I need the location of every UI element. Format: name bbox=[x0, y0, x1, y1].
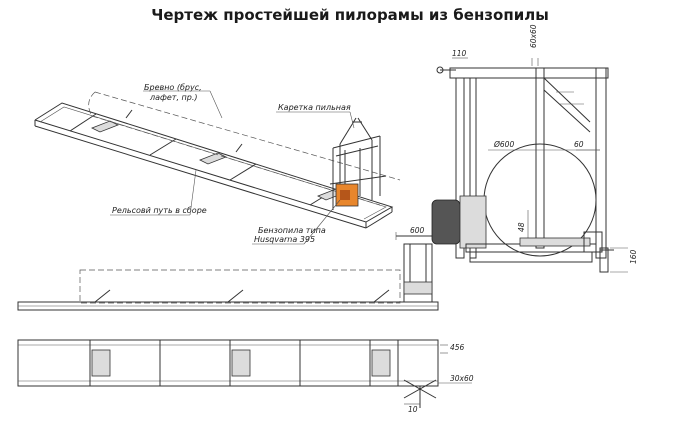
label-rail: Рельсовй путь в сборе bbox=[112, 206, 207, 215]
iso-log-outline bbox=[88, 91, 401, 206]
dim-30x60: 30х60 bbox=[450, 374, 474, 383]
iso-saw-carriage bbox=[329, 117, 387, 210]
iso-labels: Бревно (брус, лафет, пр.) Каретка пильна… bbox=[110, 83, 355, 245]
label-carriage: Каретка пильная bbox=[278, 103, 351, 112]
side-elevation: 600 bbox=[17, 226, 441, 311]
iso-rail-track bbox=[34, 102, 394, 229]
dim-48: 48 bbox=[517, 222, 526, 232]
dim-110: 110 bbox=[452, 49, 467, 58]
dim-60: 60 bbox=[574, 140, 584, 149]
front-view: Ø600 60 48 160 110 60х60 bbox=[431, 24, 638, 273]
drawing-title: Чертеж простейшей пилорамы из бензопилы bbox=[151, 6, 549, 24]
label-saw-line2: Husqvarna 395 bbox=[254, 235, 315, 244]
dim-10: 10 bbox=[408, 405, 418, 414]
dim-160: 160 bbox=[629, 249, 638, 264]
label-saw-line1: Бензопила типа bbox=[258, 226, 326, 235]
dim-60x60: 60х60 bbox=[529, 24, 538, 48]
dim-456: 456 bbox=[450, 343, 465, 352]
label-log-line1: Бревно (брус, bbox=[144, 83, 202, 92]
dim-600: 600 bbox=[410, 226, 425, 235]
dim-dia600: Ø600 bbox=[493, 140, 514, 149]
plan-view: 456 30х60 10 bbox=[17, 339, 474, 414]
label-log-line2: лафет, пр.) bbox=[149, 93, 198, 102]
